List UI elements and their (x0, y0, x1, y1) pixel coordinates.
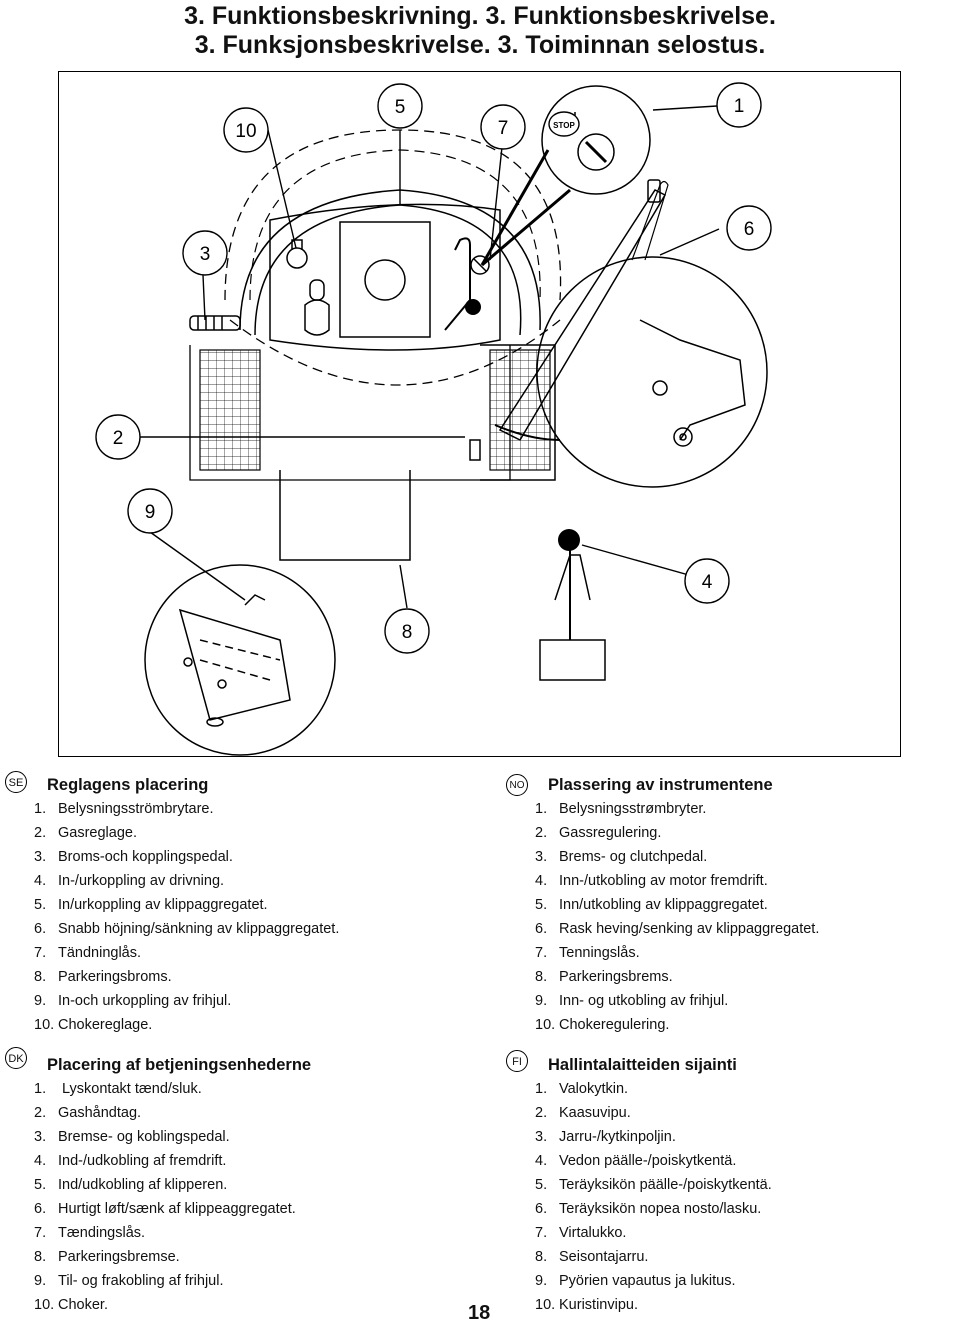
list-item: 8.Seisontajarru. (535, 1249, 649, 1265)
list-item: 1. Lyskontakt tænd/sluk. (34, 1081, 202, 1097)
callout-4: 4 (702, 572, 713, 593)
list-item: 8.Parkeringsbrems. (535, 969, 673, 985)
list-item: 6.Snabb höjning/sänkning av klippaggrega… (34, 921, 340, 937)
callout-3: 3 (200, 244, 211, 265)
list-item: 2.Gassregulering. (535, 825, 662, 841)
controls-illustration-frame (58, 71, 901, 757)
list-item: 10.Chokeregulering. (535, 1017, 670, 1033)
section-no-list: 1.Belysningsstrømbryter. 2.Gassregulerin… (535, 797, 955, 1037)
list-item: 2.Gashåndtag. (34, 1105, 142, 1121)
list-item: 10.Choker. (34, 1297, 108, 1313)
section-dk-list: 1. Lyskontakt tænd/sluk. 2.Gashåndtag. 3… (34, 1077, 474, 1317)
list-item: 3.Bremse- og koblingspedal. (34, 1129, 230, 1145)
page-title-line-1: 3. Funktionsbeskrivning. 3. Funktionsbes… (184, 2, 776, 30)
list-item: 5.Ind/udkobling af klipperen. (34, 1177, 228, 1193)
section-fi-heading: Hallintalaitteiden sijainti (548, 1056, 737, 1074)
callout-1: 1 (734, 96, 745, 117)
list-item: 4.Vedon päälle-/poiskytkentä. (535, 1153, 737, 1169)
list-item: 9.In-och urkoppling av frihjul. (34, 993, 232, 1009)
list-item: 6.Hurtigt løft/sænk af klippeaggregatet. (34, 1201, 296, 1217)
section-se: Reglagens placering 1.Belysningsströmbry… (34, 775, 474, 1037)
stop-label: STOP (553, 121, 575, 130)
section-no: Plassering av instrumentene 1.Belysnings… (535, 775, 955, 1037)
callout-6: 6 (744, 219, 755, 240)
list-item: 8.Parkeringsbroms. (34, 969, 172, 985)
language-badge-no: NO (506, 774, 528, 796)
list-item: 7.Tenningslås. (535, 945, 640, 961)
list-item: 4.Ind-/udkobling af fremdrift. (34, 1153, 227, 1169)
list-item: 7.Virtalukko. (535, 1225, 627, 1241)
list-item: 4.Inn-/utkobling av motor fremdrift. (535, 873, 768, 889)
list-item: 5.Teräyksikön päälle-/poiskytkentä. (535, 1177, 772, 1193)
callout-7: 7 (498, 118, 509, 139)
list-item: 6.Teräyksikön nopea nosto/lasku. (535, 1201, 762, 1217)
section-se-list: 1.Belysningsströmbrytare. 2.Gasreglage. … (34, 797, 474, 1037)
list-item: 4.In-/urkoppling av drivning. (34, 873, 225, 889)
list-item: 1.Belysningsströmbrytare. (34, 801, 214, 817)
section-dk-heading: Placering af betjeningsenhederne (47, 1056, 312, 1074)
callout-8: 8 (402, 622, 413, 643)
section-se-heading: Reglagens placering (47, 776, 209, 794)
list-item: 3.Broms-och kopplingspedal. (34, 849, 233, 865)
list-item: 2.Gasreglage. (34, 825, 137, 841)
controls-illustration: 10 5 7 1 3 6 2 9 4 8 STOP (95, 82, 772, 756)
section-dk: Placering af betjeningsenhederne 1. Lysk… (34, 1055, 474, 1317)
list-item: 5.Inn/utkobling av klippaggregatet. (535, 897, 768, 913)
section-no-heading: Plassering av instrumentene (548, 776, 773, 794)
callout-5: 5 (395, 97, 406, 118)
list-item: 5.In/urkoppling av klippaggregatet. (34, 897, 268, 913)
page-number: 18 (468, 1302, 491, 1324)
list-item: 1.Valokytkin. (535, 1081, 629, 1097)
page-title-line-2: 3. Funksjonsbeskrivelse. 3. Toiminnan se… (194, 31, 766, 59)
list-item: 3.Jarru-/kytkinpoljin. (535, 1129, 676, 1145)
list-item: 8.Parkeringsbremse. (34, 1249, 180, 1265)
list-item: 9.Pyörien vapautus ja lukitus. (535, 1273, 736, 1289)
callout-9: 9 (145, 502, 156, 523)
list-item: 2.Kaasuvipu. (535, 1105, 631, 1121)
list-item: 1.Belysningsstrømbryter. (535, 801, 707, 817)
section-fi-list: 1.Valokytkin. 2.Kaasuvipu. 3.Jarru-/kytk… (535, 1077, 955, 1317)
list-item: 3.Brems- og clutchpedal. (535, 849, 708, 865)
section-fi: Hallintalaitteiden sijainti 1.Valokytkin… (535, 1055, 955, 1317)
list-item: 10.Kuristinvipu. (535, 1297, 638, 1313)
list-item: 9.Til- og frakobling af frihjul. (34, 1273, 224, 1289)
list-item: 7.Tändninglås. (34, 945, 142, 961)
language-badge-dk: DK (5, 1047, 27, 1069)
language-badge-fi: FI (506, 1050, 528, 1072)
callout-2: 2 (113, 428, 124, 449)
callout-10: 10 (235, 121, 256, 142)
list-item: 9.Inn- og utkobling av frihjul. (535, 993, 729, 1009)
list-item: 10.Chokereglage. (34, 1017, 153, 1033)
language-badge-se: SE (5, 771, 27, 793)
list-item: 7.Tændingslås. (34, 1225, 146, 1241)
list-item: 6.Rask heving/senking av klippaggregatet… (535, 921, 820, 937)
